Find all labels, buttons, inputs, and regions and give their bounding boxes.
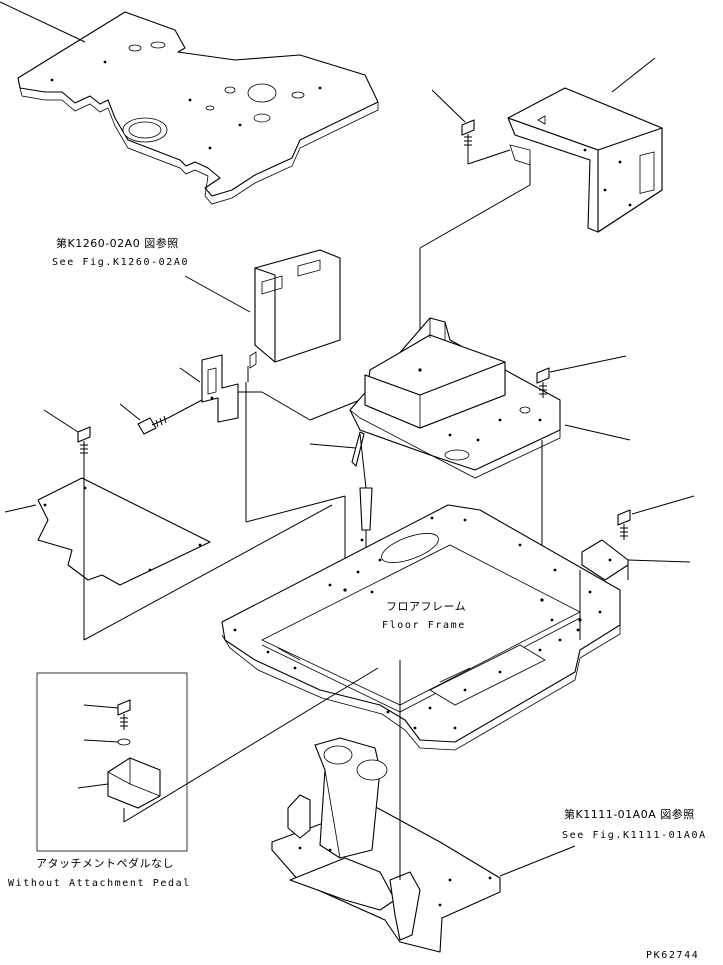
- inset-washer: [83, 738, 131, 746]
- bolt-right-frame: [617, 495, 695, 540]
- right-small-plate: [581, 539, 691, 581]
- top-right-cover: [419, 57, 663, 370]
- l-bracket: [179, 354, 361, 423]
- inset-caption-en: Without Attachment Pedal: [8, 878, 191, 889]
- floor-frame: [221, 504, 621, 751]
- inset-caption-jp: アタッチメントペダルなし: [36, 857, 174, 870]
- ref-k1111-en: See Fig.K1111-01A0A: [562, 830, 707, 841]
- bolt-right-seat: [536, 355, 627, 398]
- floor-frame-en: Floor Frame: [382, 620, 466, 631]
- top-floor-plate: [0, 1, 379, 205]
- ref-k1111-jp: 第K1111-01A0A 図参照: [564, 808, 695, 821]
- inset-bolt: [83, 699, 131, 730]
- ref-k1260-en: See Fig.K1260-02A0: [52, 257, 190, 268]
- bolt-left: [119, 399, 203, 435]
- inset-pedal-bracket: [77, 667, 379, 823]
- floor-frame-jp: フロアフレーム: [386, 600, 467, 613]
- drawing-code: PK62744: [646, 950, 700, 961]
- lower-console: [271, 660, 576, 953]
- cover-bracket: [184, 249, 341, 382]
- bolt-top-right: [461, 119, 475, 150]
- rod-lever: [309, 431, 373, 558]
- bolt-left-mat: [43, 382, 346, 641]
- left-floor-mat: [4, 477, 211, 586]
- seat-box: [349, 317, 631, 600]
- ref-k1260-jp: 第K1260-02A0 図参照: [56, 237, 179, 250]
- inset-box: [36, 667, 379, 852]
